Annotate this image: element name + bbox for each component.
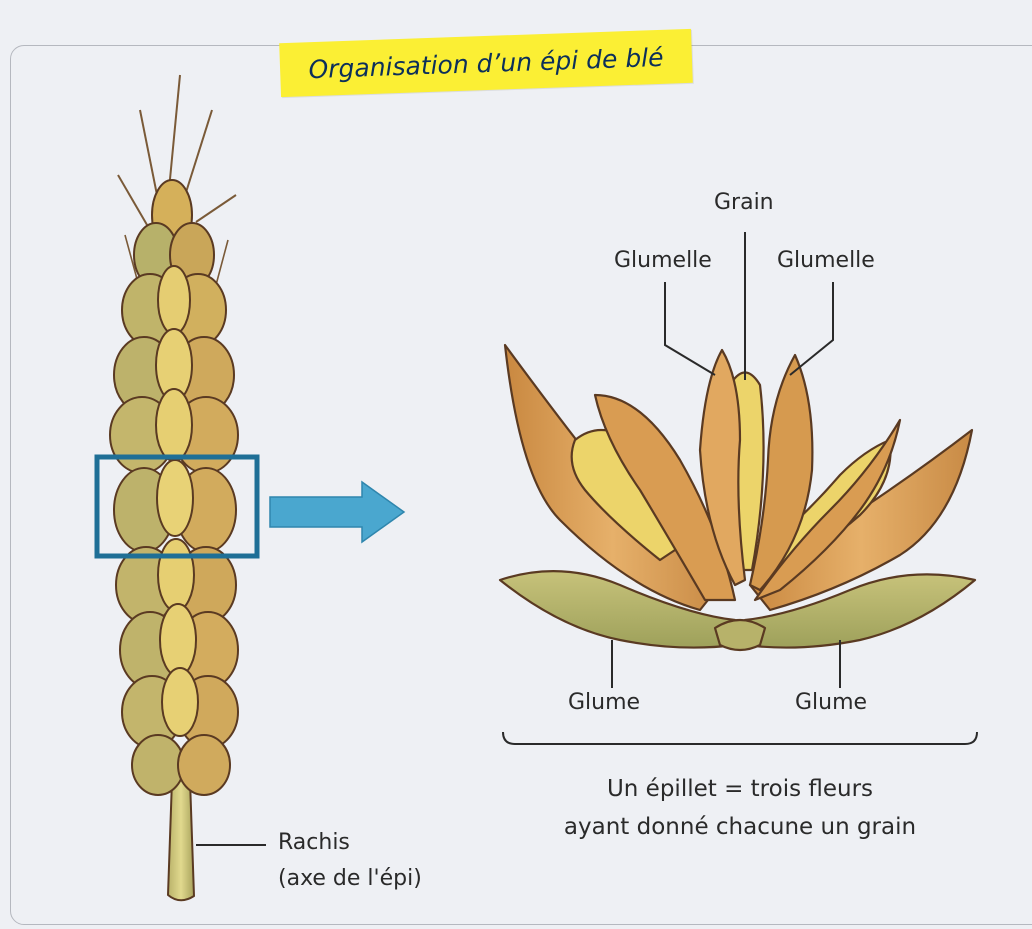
label-glumelle-left: Glumelle — [614, 248, 712, 273]
label-rachis: Rachis — [278, 830, 350, 855]
label-glume-left: Glume — [568, 690, 640, 715]
label-rachis-sub: (axe de l'épi) — [278, 866, 422, 891]
spikelet-brace — [503, 732, 977, 744]
label-glumelle-right: Glumelle — [777, 248, 875, 273]
label-grain: Grain — [714, 190, 774, 215]
spikelet-enlarged — [500, 345, 975, 650]
caption-line-1: Un épillet = trois fleurs — [510, 776, 970, 802]
rachis-stem — [168, 780, 194, 900]
wheat-ear — [110, 75, 238, 900]
awn — [196, 195, 236, 222]
label-glume-right: Glume — [795, 690, 867, 715]
zoom-arrow — [270, 482, 404, 542]
rachis-segment — [715, 620, 765, 650]
glumelle-left-leader-line — [665, 282, 715, 375]
awn — [118, 175, 150, 230]
spikelet-cluster — [122, 668, 238, 748]
caption-line-2: ayant donné chacune un grain — [510, 814, 970, 840]
